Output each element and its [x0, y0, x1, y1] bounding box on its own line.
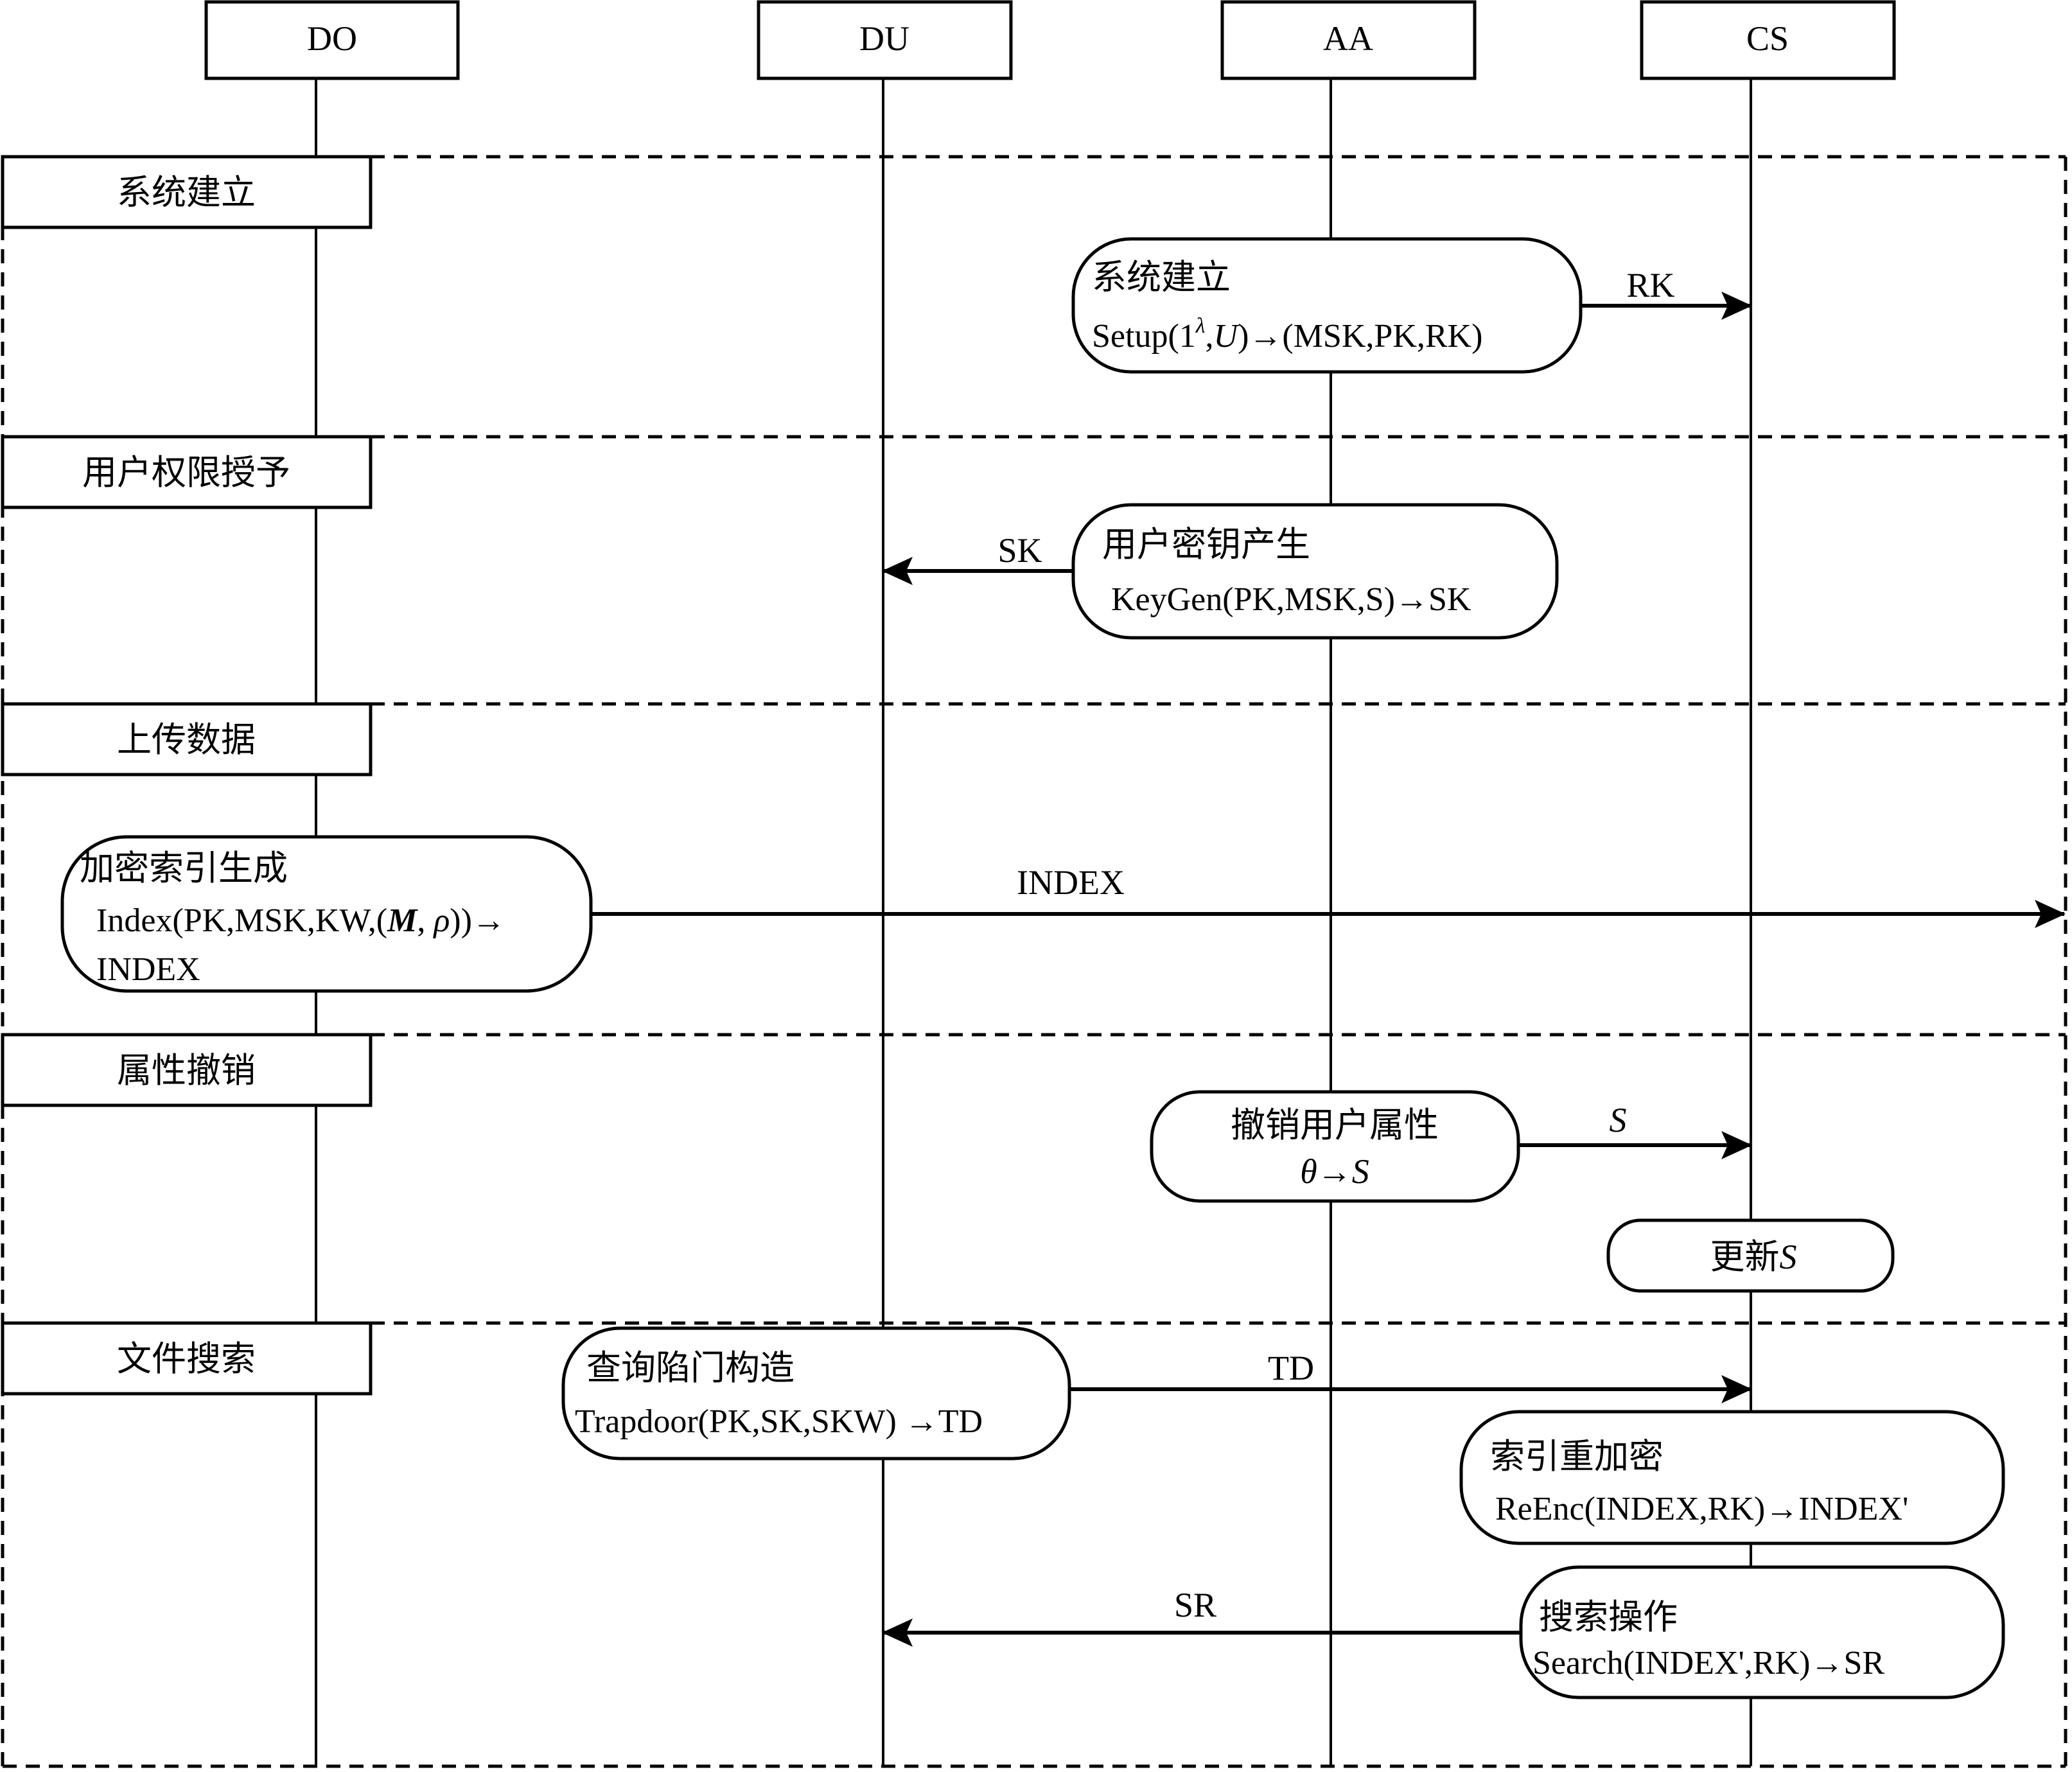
- participant-label: DO: [307, 19, 357, 58]
- title-variable: S: [1780, 1238, 1797, 1276]
- participant-label: CS: [1746, 19, 1789, 58]
- operation-title: 搜索操作: [1539, 1598, 1678, 1636]
- phase-label-text: 上传数据: [117, 721, 256, 759]
- message-label-td: TD: [1268, 1349, 1314, 1387]
- operation-setup[interactable]: 系统建立 Setup(1λ,U)→(MSK,PK,RK): [1071, 237, 1583, 374]
- formula-part: Setup(1: [1092, 318, 1196, 355]
- messages: [591, 292, 2066, 1647]
- message-label-s: S: [1610, 1101, 1627, 1139]
- formula-arrow: →: [1317, 1152, 1352, 1191]
- operation-title: 撤销用户属性: [1231, 1106, 1439, 1145]
- operation-title: 索引重加密: [1490, 1437, 1664, 1476]
- title-part: 更新: [1710, 1238, 1780, 1276]
- operation-title: 加密索引生成: [80, 849, 288, 888]
- message-label-sr: SR: [1174, 1586, 1216, 1624]
- participant-du[interactable]: DU: [757, 0, 1013, 80]
- operation-formula: Trapdoor(PK,SK,SKW) →TD: [575, 1403, 983, 1440]
- formula-part: ))→: [450, 902, 505, 939]
- message-label-rk: RK: [1626, 266, 1674, 304]
- operation-trapdoor[interactable]: 查询陷门构造 Trapdoor(PK,SK,SKW) →TD: [561, 1326, 1071, 1461]
- operation-title: 系统建立: [1092, 258, 1231, 297]
- operation-update[interactable]: 更新S: [1606, 1218, 1895, 1293]
- message-label-index: INDEX: [1017, 863, 1125, 902]
- phase-label-grant[interactable]: 用户权限授予: [1, 435, 373, 509]
- message-label-sk: SK: [997, 531, 1042, 570]
- phase-label-search[interactable]: 文件搜索: [1, 1321, 373, 1396]
- formula-part: )→(MSK,PK,RK): [1238, 318, 1482, 355]
- formula-matrix: M: [387, 902, 418, 939]
- operation-keygen[interactable]: 用户密钥产生 KeyGen(PK,MSK,S)→SK: [1071, 503, 1559, 640]
- phase-label-text: 系统建立: [117, 173, 256, 212]
- phase-label-text: 用户权限授予: [82, 453, 290, 492]
- operation-searchop[interactable]: 搜索操作 Search(INDEX',RK)→SR: [1519, 1565, 2005, 1699]
- formula-s: S: [1352, 1152, 1369, 1191]
- formula-part: Index(PK,MSK,KW,(: [96, 902, 387, 939]
- operation-formula: θ→S: [1300, 1152, 1369, 1191]
- phase-label-text: 文件搜索: [117, 1340, 256, 1378]
- operation-reenc[interactable]: 索引重加密 ReEnc(INDEX,RK)→INDEX': [1459, 1410, 2005, 1545]
- formula-theta: θ: [1300, 1152, 1317, 1191]
- operation-formula: Index(PK,MSK,KW,(M, ρ))→: [96, 902, 505, 939]
- operation-title: 更新S: [1710, 1238, 1797, 1276]
- phase-label-setup[interactable]: 系统建立: [1, 155, 373, 229]
- participant-label: AA: [1323, 19, 1373, 58]
- operation-formula: Setup(1λ,U)→(MSK,PK,RK): [1092, 314, 1482, 355]
- participant-do[interactable]: DO: [204, 0, 460, 80]
- operation-title: 用户密钥产生: [1102, 525, 1310, 564]
- participant-cs[interactable]: CS: [1640, 0, 1896, 80]
- operation-formula: KeyGen(PK,MSK,S)→SK: [1111, 581, 1471, 618]
- operation-formula: Search(INDEX',RK)→SR: [1532, 1645, 1884, 1681]
- operation-revoke[interactable]: 撤销用户属性 θ→S: [1150, 1090, 1520, 1203]
- formula-part: ,: [417, 902, 434, 939]
- phase-label-text: 属性撤销: [117, 1051, 256, 1090]
- operation-index[interactable]: 加密索引生成 Index(PK,MSK,KW,(M, ρ))→ INDEX: [60, 835, 593, 993]
- operation-formula: ReEnc(INDEX,RK)→INDEX': [1495, 1491, 1908, 1527]
- operation-formula-line2: INDEX: [96, 951, 200, 988]
- formula-part: ,: [1206, 318, 1214, 355]
- formula-superscript: λ: [1195, 314, 1206, 338]
- formula-variable: U: [1214, 318, 1240, 355]
- operation-title: 查询陷门构造: [586, 1349, 795, 1387]
- formula-rho: ρ: [432, 902, 450, 939]
- participant-label: DU: [859, 19, 909, 58]
- phase-label-upload[interactable]: 上传数据: [1, 702, 373, 776]
- phase-label-revoke[interactable]: 属性撤销: [1, 1033, 373, 1107]
- phase-frame: [1, 155, 2068, 1768]
- participant-aa[interactable]: AA: [1220, 0, 1477, 80]
